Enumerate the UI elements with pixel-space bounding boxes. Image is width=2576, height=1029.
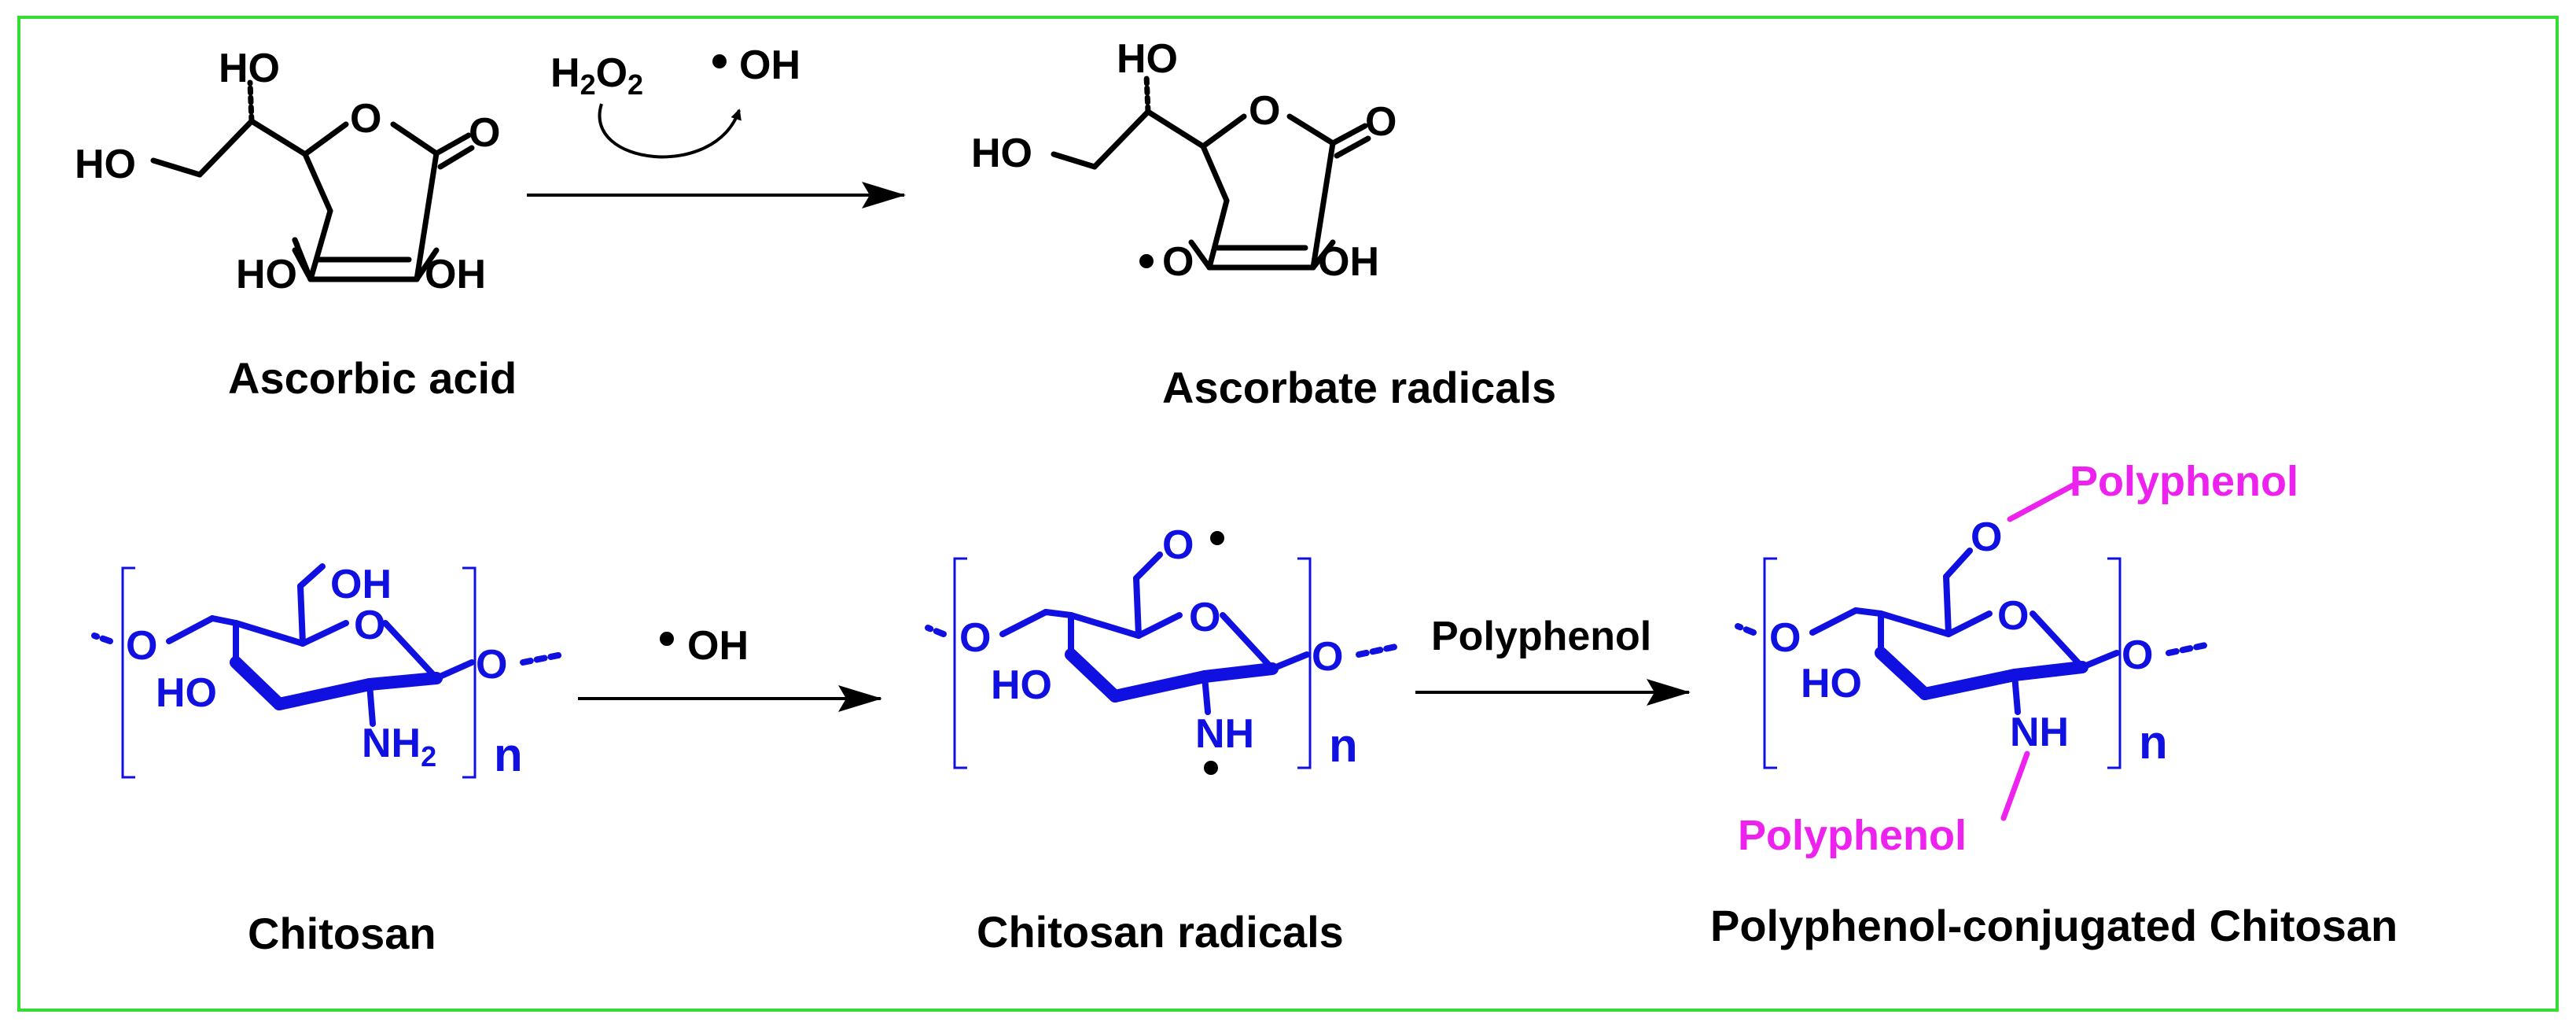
- chitosan-radical-nh: NH: [1195, 711, 1254, 757]
- radical-dot-o: [1210, 531, 1224, 545]
- chitosan-radical-n-subscript: n: [1329, 719, 1358, 772]
- bond-polyphenol-bottom: [2000, 751, 2030, 821]
- ascorbate-carbonyl-o: O: [1365, 99, 1397, 145]
- radical-dot-oh-mid: [660, 632, 674, 646]
- chitosan-structure: [91, 563, 565, 779]
- ascorbate-oh-bottom: OH: [1318, 239, 1379, 285]
- label-chitosan: Chitosan: [248, 909, 436, 958]
- conjugate-polyphenol-bottom: Polyphenol: [1738, 812, 1967, 859]
- chitosan-radical-ring-o: O: [1189, 595, 1220, 640]
- chitosan-o-right: O: [476, 642, 507, 688]
- figure-border: [17, 16, 2559, 1012]
- ascorbic-ho-top: HO: [219, 46, 280, 91]
- curved-arrow: [598, 103, 742, 159]
- chitosan-radical-ho: HO: [991, 662, 1052, 708]
- label-ascorbic-acid: Ascorbic acid: [228, 353, 517, 403]
- conjugate-nh: NH: [2010, 710, 2069, 755]
- reagent-h2o2: H2O2: [550, 50, 643, 101]
- chitosan-nh2: NH2: [362, 721, 436, 773]
- reagent-oh-radical-top: OH: [739, 42, 800, 88]
- label-polyphenol-chitosan: Polyphenol-conjugated Chitosan: [1710, 901, 2398, 950]
- chitosan-o-left: O: [126, 623, 157, 669]
- ascorbate-ho-left: HO: [971, 131, 1032, 176]
- conjugate-ring-o: O: [1997, 593, 2029, 639]
- polyphenol-chitosan-structure: [1735, 548, 2209, 769]
- reagent-polyphenol: Polyphenol: [1431, 614, 1651, 659]
- ascorbate-o-radical: O: [1162, 239, 1194, 285]
- ascorbic-acid-structure: [150, 79, 475, 282]
- chitosan-oh-top: OH: [330, 562, 392, 607]
- radical-dot-oh-top: [712, 54, 727, 68]
- chitosan-n-subscript: n: [494, 728, 523, 781]
- ascorbic-ho-bottom: HO: [236, 252, 297, 297]
- conjugate-ho: HO: [1801, 661, 1862, 706]
- label-chitosan-radicals: Chitosan radicals: [977, 907, 1344, 957]
- conjugate-polyphenol-top: Polyphenol: [2070, 458, 2298, 505]
- chitosan-ho: HO: [156, 670, 217, 716]
- conjugate-n-subscript: n: [2139, 716, 2168, 769]
- ascorbate-ho-top: HO: [1117, 36, 1178, 82]
- reagent-oh-radical-mid: OH: [687, 623, 749, 669]
- ascorbate-radical-structure: [1051, 72, 1371, 271]
- ascorbic-oh-bottom: OH: [425, 252, 486, 297]
- conjugate-o-left: O: [1769, 615, 1801, 661]
- radical-dot-ascorbate: [1139, 254, 1154, 268]
- bond-polyphenol-top: [2007, 481, 2079, 522]
- radical-dot-n: [1204, 761, 1218, 775]
- chitosan-radical-o-left: O: [959, 615, 991, 661]
- conjugate-o-top: O: [1971, 514, 2002, 560]
- conjugate-o-right: O: [2122, 633, 2153, 678]
- chitosan-radical-structure: [925, 551, 1399, 769]
- ascorbic-ho-left: HO: [75, 142, 136, 187]
- ascorbic-carbonyl-o: O: [469, 110, 500, 156]
- label-ascorbate-radicals: Ascorbate radicals: [1162, 363, 1556, 412]
- chitosan-radical-o-top: O: [1162, 522, 1194, 568]
- chitosan-ring-o: O: [354, 603, 385, 648]
- ascorbate-ring-o: O: [1249, 88, 1280, 134]
- chitosan-radical-o-right: O: [1312, 634, 1343, 680]
- ascorbic-ring-o: O: [350, 96, 381, 142]
